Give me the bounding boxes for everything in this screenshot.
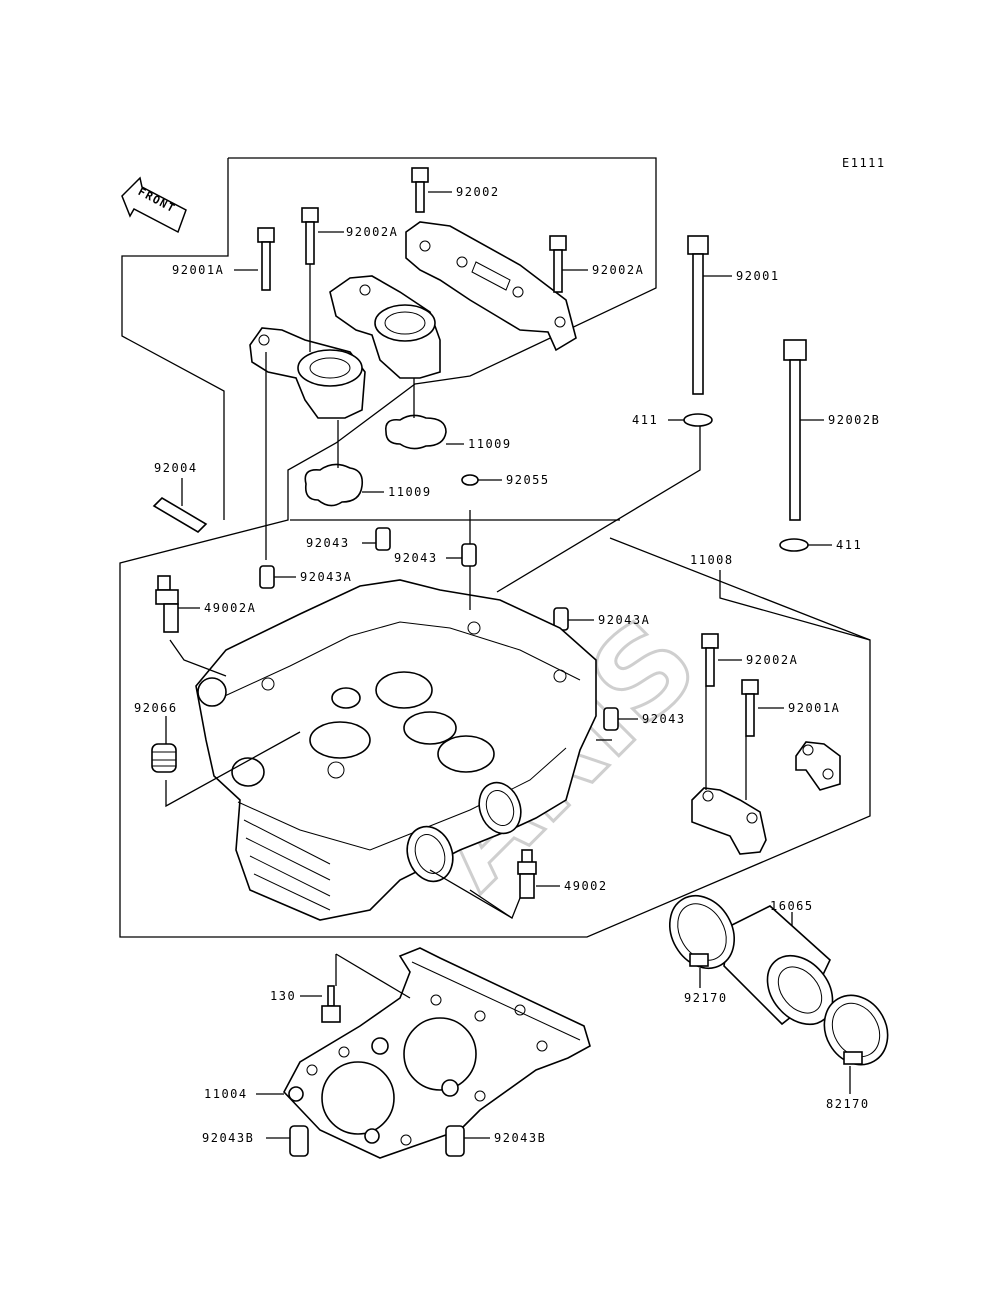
label-92066: 92066 <box>134 701 178 715</box>
label-11009-left: 11009 <box>388 485 432 499</box>
label-92043A-right: 92043A <box>598 613 650 627</box>
dowel-92043-c <box>603 707 619 731</box>
diagram-id: E1111 <box>842 156 886 170</box>
label-92002: 92002 <box>456 185 500 199</box>
bolt-92002A-right <box>549 235 567 293</box>
front-arrow-icon: FRONT <box>121 176 187 234</box>
label-92043B-left: 92043B <box>202 1131 254 1145</box>
label-92043A-left: 92043A <box>300 570 352 584</box>
label-49002: 49002 <box>564 879 608 893</box>
fitting-49002A <box>155 575 179 633</box>
label-92002A-right: 92002A <box>592 263 644 277</box>
fitting-49002 <box>517 849 537 899</box>
gasket-11009-right <box>384 414 447 450</box>
bolt-92001 <box>687 235 709 395</box>
bolt-92002A-top <box>301 207 319 265</box>
camshaft-cap-middle <box>329 275 441 379</box>
dowel-92043-a <box>375 527 391 551</box>
upper-group-outline <box>119 157 871 938</box>
dowel-92043B-left <box>289 1125 309 1157</box>
clamp-82170 <box>823 994 889 1066</box>
dowel-92043B-right <box>445 1125 465 1157</box>
washer-411-bottom <box>779 538 809 552</box>
label-82170: 82170 <box>826 1097 870 1111</box>
label-92002A-top: 92002A <box>346 225 398 239</box>
label-92002B: 92002B <box>828 413 880 427</box>
bolt-130 <box>321 985 341 1023</box>
dowel-92043A-left <box>259 565 275 589</box>
label-11009-right: 11009 <box>468 437 512 451</box>
bolt-92001A-lower <box>741 679 759 737</box>
label-16065: 16065 <box>770 899 814 913</box>
label-92001: 92001 <box>736 269 780 283</box>
label-11004: 11004 <box>204 1087 248 1101</box>
label-92043-a: 92043 <box>306 536 350 550</box>
label-92001A-top: 92001A <box>172 263 224 277</box>
camshaft-cap-upper <box>405 221 577 352</box>
label-92002A-lower: 92002A <box>746 653 798 667</box>
label-130: 130 <box>270 989 296 1003</box>
bolt-92002A-lower <box>701 633 719 687</box>
washer-411-top <box>683 413 713 427</box>
label-49002A: 49002A <box>204 601 256 615</box>
plug-92066 <box>151 743 177 773</box>
stud-92004 <box>152 496 208 534</box>
label-92043-b: 92043 <box>394 551 438 565</box>
label-92043B-right: 92043B <box>494 1131 546 1145</box>
bolt-92002 <box>411 167 429 213</box>
label-92043-c: 92043 <box>642 712 686 726</box>
clamp-92170 <box>669 895 735 969</box>
cylinder-head <box>195 579 597 921</box>
label-411-bottom: 411 <box>836 538 862 552</box>
bolt-92001A-top <box>257 227 275 291</box>
part-labels: 92002 92002A 92001A 92002A 92001 411 920… <box>134 185 880 1145</box>
leader-lines <box>165 191 871 1139</box>
dowel-92043-b <box>461 543 477 567</box>
head-gasket-11004 <box>283 947 591 1159</box>
label-92001A-lower: 92001A <box>788 701 840 715</box>
camshaft-cap-lower <box>691 741 841 855</box>
label-411-top: 411 <box>632 413 658 427</box>
o-ring-92055 <box>461 474 479 486</box>
bolt-92002B <box>783 339 807 521</box>
carburetor-holder-16065 <box>723 905 834 1026</box>
left-bracket-outline <box>121 158 229 520</box>
gasket-11009-left <box>304 463 364 507</box>
label-92170: 92170 <box>684 991 728 1005</box>
label-92004: 92004 <box>154 461 198 475</box>
label-92055: 92055 <box>506 473 550 487</box>
camshaft-cap-left <box>249 327 366 419</box>
label-11008: 11008 <box>690 553 734 567</box>
